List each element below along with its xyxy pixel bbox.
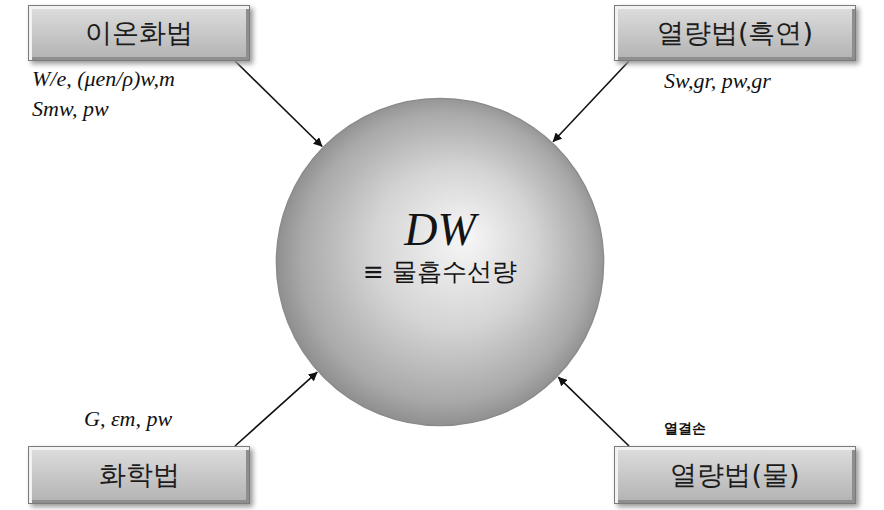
sphere-fill (276, 98, 603, 425)
dose-symbol: DW (404, 205, 476, 256)
input-arrow (553, 61, 629, 142)
method-box: 화학법 (28, 446, 250, 504)
input-arrow (558, 377, 629, 446)
method-name: 열량법(흑연) (657, 15, 813, 51)
edge-label: W/e, (μen/ρ)w,m Smw, pw (32, 64, 207, 123)
method-name: 이온화법 (85, 15, 193, 51)
method-name: 열량법(물) (670, 457, 799, 493)
method-box: 이온화법 (28, 5, 250, 61)
dose-sphere: DW≡ 물흡수선량 (275, 97, 605, 427)
edge-label: 열결손 (664, 420, 784, 438)
edge-label: G, εm, pw (84, 404, 214, 434)
input-arrow (235, 61, 322, 146)
dose-name: ≡ 물흡수선량 (363, 256, 517, 289)
method-name: 화학법 (99, 457, 180, 493)
method-box: 열량법(물) (614, 446, 856, 504)
input-arrow (235, 372, 317, 446)
method-box: 열량법(흑연) (614, 5, 856, 61)
edge-label: Sw,gr, pw,gr (664, 66, 854, 96)
